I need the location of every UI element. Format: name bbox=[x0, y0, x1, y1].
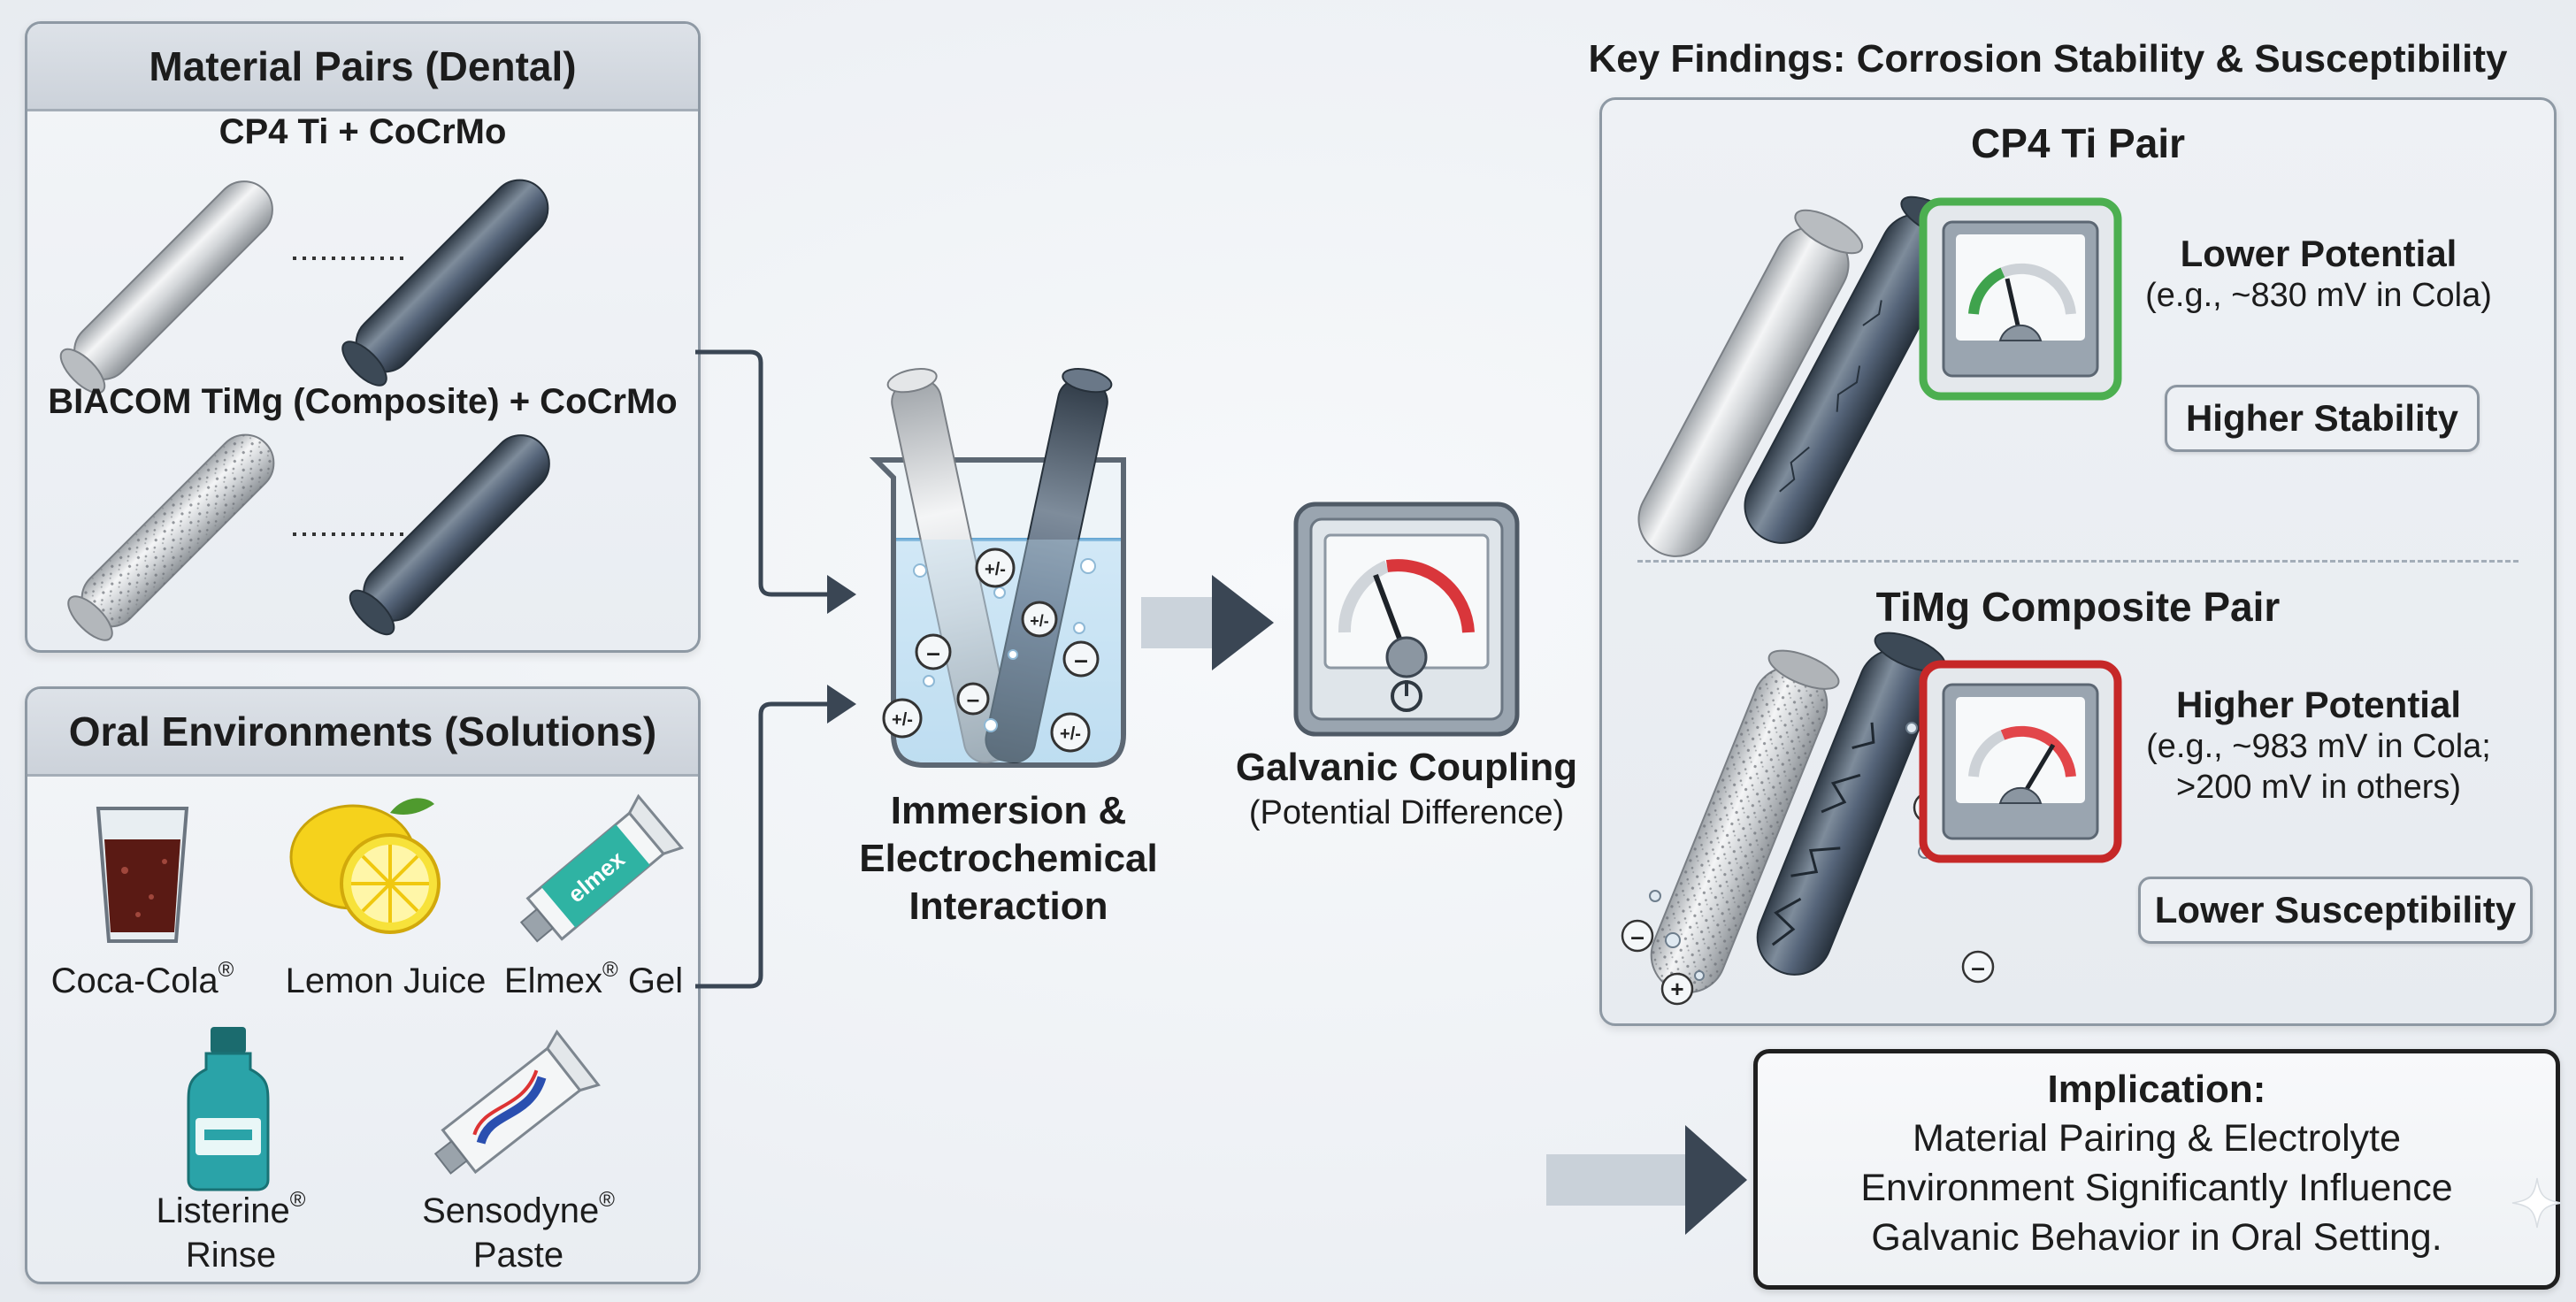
ion-1: +/- bbox=[975, 548, 1016, 588]
cp4-potential-detail: (e.g., ~830 mV in Cola) bbox=[2145, 277, 2492, 314]
beaker-ions: +/- – +/- – +/- +/- – bbox=[882, 548, 1100, 753]
svg-text:+/-: +/- bbox=[985, 560, 1006, 579]
listerine-label: Listerine®Rinse bbox=[156, 1188, 306, 1275]
pair2-label: BIACOM TiMg (Composite) + CoCrMo bbox=[48, 382, 678, 421]
beaker-caption-line2: Electrochemical bbox=[859, 837, 1158, 880]
timg-composite-rod bbox=[67, 433, 275, 641]
elmex-label: Elmex® Gel bbox=[503, 958, 684, 1001]
beaker-caption-line3: Interaction bbox=[908, 885, 1108, 928]
sparkle-icon bbox=[2511, 1177, 2563, 1229]
svg-text:–: – bbox=[926, 639, 940, 666]
meter-subtitle: (Potential Difference) bbox=[1248, 794, 1565, 831]
ion-7: – bbox=[956, 682, 990, 716]
oral-environments-header: Oral Environments (Solutions) bbox=[27, 689, 698, 777]
beaker-illustration: +/- – +/- – +/- +/- – bbox=[869, 368, 1126, 768]
timg-rods: – + + – bbox=[1621, 632, 1995, 1006]
implication-line2: Environment Significantly Influence bbox=[1860, 1167, 2453, 1209]
lemon-label: Lemon Juice bbox=[285, 961, 487, 1000]
findings-divider bbox=[1637, 560, 2518, 563]
connector-env-to-beaker bbox=[695, 701, 827, 989]
pair1-label: CP4 Ti + CoCrMo bbox=[218, 112, 507, 151]
cocrmo-rod-1 bbox=[341, 179, 549, 387]
svg-text:+/-: +/- bbox=[892, 710, 913, 730]
timg-susceptibility-badge: Lower Susceptibility bbox=[2138, 877, 2533, 944]
cp4-pair-header: CP4 Ti Pair bbox=[1970, 120, 2186, 166]
timg-composite-rod bbox=[1650, 649, 1840, 993]
cola-glass-icon bbox=[96, 807, 189, 943]
cola-label: Coca-Cola® bbox=[50, 958, 234, 1001]
cp4-potential-title: Lower Potential bbox=[2180, 233, 2457, 274]
pair1-rods bbox=[59, 179, 549, 394]
timg-cocrmo-rod bbox=[1756, 632, 1946, 976]
material-pairs-header: Material Pairs (Dental) bbox=[27, 24, 698, 111]
timg-potential-title: Higher Potential bbox=[2175, 684, 2462, 725]
implication-title: Implication: bbox=[2047, 1068, 2266, 1111]
pair2-rods bbox=[67, 433, 550, 641]
beaker-caption: Immersion & Electrochemical Interaction bbox=[814, 787, 1203, 931]
susceptible-meter-icon bbox=[1919, 660, 2122, 863]
ion-6: +/- bbox=[1021, 601, 1058, 638]
timg-potential-detail-2: >200 mV in others) bbox=[2175, 769, 2462, 806]
arrow-beaker-to-meter bbox=[1141, 575, 1274, 670]
material-pairs-panel: Material Pairs (Dental) CP4 Ti + CoCrMo … bbox=[25, 21, 701, 653]
ion-5: +/- bbox=[1050, 712, 1091, 753]
cp4-stability-badge: Higher Stability bbox=[2165, 385, 2480, 452]
svg-text:–: – bbox=[1971, 954, 1985, 981]
elmex-tube-icon: elmex bbox=[519, 793, 685, 943]
stable-meter-icon bbox=[1919, 197, 2122, 401]
beaker-ti-rod bbox=[886, 368, 1015, 763]
lemon-icon bbox=[289, 798, 441, 934]
cocrmo-rod-2 bbox=[349, 434, 550, 636]
implication-box: Implication: Material Pairing & Electrol… bbox=[1753, 1049, 2560, 1290]
svg-text:–: – bbox=[1630, 923, 1644, 950]
connector-pairs-to-beaker bbox=[695, 349, 827, 597]
timg-pair-header: TiMg Composite Pair bbox=[1875, 584, 2281, 630]
beaker-cocrmo-rod bbox=[985, 368, 1113, 763]
beaker-caption-line1: Immersion & bbox=[890, 789, 1127, 832]
ion-2: – bbox=[915, 633, 952, 670]
oral-environments-panel: Oral Environments (Solutions) Coca-Cola®… bbox=[25, 686, 701, 1284]
svg-text:+/-: +/- bbox=[1030, 612, 1049, 630]
findings-panel: CP4 Ti Pair Lower Potential (e.g., ~830 … bbox=[1599, 97, 2557, 1026]
listerine-bottle-icon bbox=[187, 1027, 270, 1191]
svg-text:+: + bbox=[1670, 976, 1683, 1002]
cp4-ti-rod bbox=[59, 180, 273, 394]
implication-line1: Material Pairing & Electrolyte bbox=[1912, 1117, 2402, 1160]
implication-line3: Galvanic Behavior in Oral Setting. bbox=[1871, 1216, 2442, 1259]
svg-text:+/-: +/- bbox=[1060, 724, 1081, 744]
cp4-ti-rod bbox=[1637, 209, 1864, 557]
sensodyne-label: Sensodyne®Paste bbox=[422, 1188, 615, 1275]
svg-text:–: – bbox=[1074, 646, 1088, 673]
sensodyne-tube-icon bbox=[433, 1030, 601, 1175]
findings-title: Key Findings: Corrosion Stability & Susc… bbox=[1588, 37, 2508, 80]
svg-text:–: – bbox=[967, 685, 979, 712]
ion-4: – bbox=[1062, 640, 1100, 678]
timg-potential-detail-1: (e.g., ~983 mV in Cola; bbox=[2146, 728, 2491, 765]
ion-3: +/- bbox=[882, 698, 923, 739]
meter-title: Galvanic Coupling bbox=[1235, 746, 1578, 789]
galvanic-meter-icon bbox=[1293, 502, 1520, 737]
arrow-to-implication bbox=[1546, 1125, 1747, 1235]
